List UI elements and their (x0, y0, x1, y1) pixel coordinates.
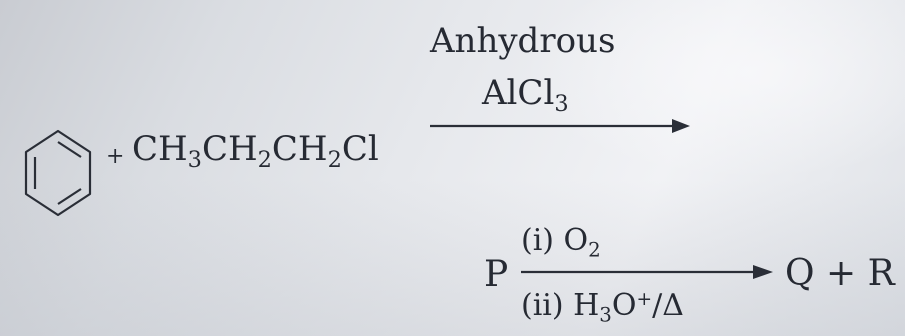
benzene-ring-icon (24, 129, 92, 217)
condition-ii-superscript: + (636, 288, 653, 310)
formula-group: Cl (341, 129, 379, 169)
formula-group: CH (201, 129, 258, 169)
condition-ii-heat: /Δ (652, 288, 684, 323)
right-arrow-icon (430, 119, 690, 133)
formula-subscript: 3 (187, 147, 202, 174)
formula-subscript: 2 (257, 147, 272, 174)
condition-ii-subscript: 3 (599, 303, 612, 327)
propyl-chloride-formula: CH3CH2CH2Cl (132, 129, 379, 171)
formula-group: CH (132, 129, 188, 169)
reagent-alcl3: AlCl3 (482, 73, 569, 115)
background-glare (520, 0, 905, 180)
condition-oxygen: (i) O2 (521, 223, 601, 260)
formula-group: CH (271, 129, 328, 169)
condition-i-subscript: 2 (588, 238, 601, 262)
condition-ii-oxygen: O (611, 288, 637, 323)
condition-ii-text: (ii) H (521, 288, 600, 323)
formula-subscript: 2 (327, 147, 342, 174)
products-q-and-r: Q + R (785, 253, 895, 294)
reagent-anhydrous: Anhydrous (430, 21, 616, 61)
right-arrow-icon (521, 265, 773, 279)
compound-p: P (484, 254, 509, 295)
background-shade-lower (0, 180, 905, 336)
reagent-alcl-subscript: 3 (554, 91, 569, 118)
condition-hydrolysis: (ii) H3O+/Δ (521, 288, 684, 325)
condition-i-text: (i) O (521, 223, 589, 258)
plus-sign: + (106, 144, 125, 169)
reagent-alcl-text: AlCl (482, 73, 555, 113)
